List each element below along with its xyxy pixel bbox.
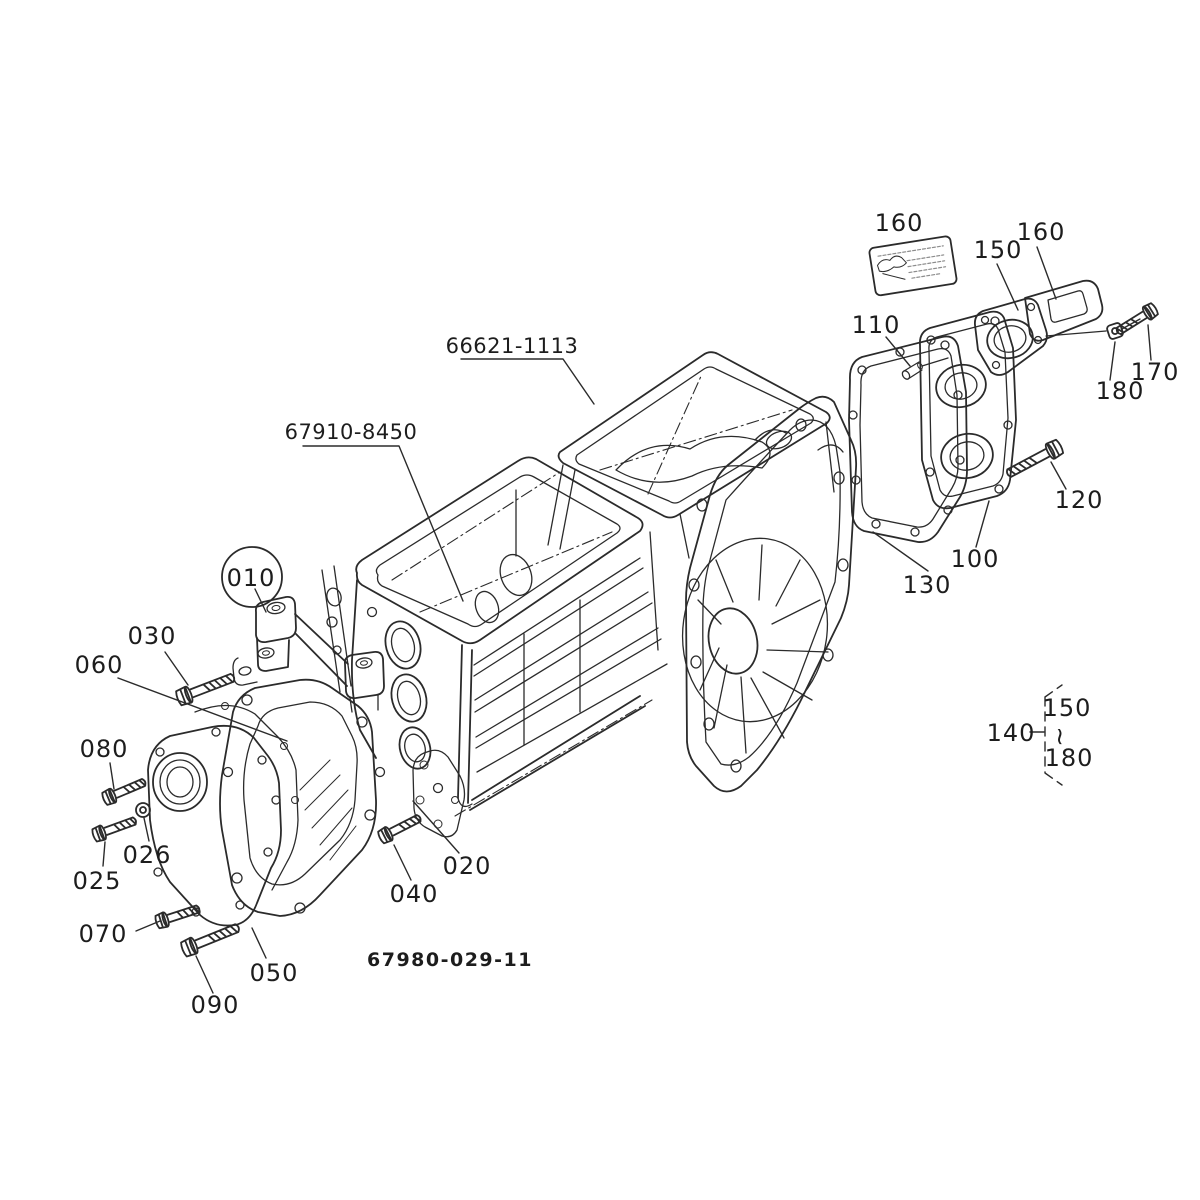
part-ref-front-case: 67910-8450 bbox=[285, 420, 418, 444]
leader-lines bbox=[102, 246, 1152, 994]
drawing-number: 67980-029-11 bbox=[367, 949, 533, 971]
gasket-130 bbox=[848, 335, 968, 543]
bolt-025 bbox=[89, 812, 140, 844]
clutch-housing bbox=[681, 395, 858, 793]
callout-140: 140 bbox=[987, 719, 1036, 747]
gasket-060 bbox=[194, 702, 299, 891]
rear-case-top-opening bbox=[547, 351, 835, 559]
retainer-plate-100 bbox=[919, 310, 1017, 510]
callout-080: 080 bbox=[80, 735, 129, 763]
range-from-150: 150 bbox=[1043, 694, 1092, 722]
side-cover-050 bbox=[147, 724, 282, 927]
bracket-010 bbox=[254, 595, 385, 713]
callout-100: 100 bbox=[951, 545, 1000, 573]
part-ref-top-case: 66621-1113 bbox=[446, 334, 579, 358]
callout-090: 090 bbox=[191, 991, 240, 1019]
callout-labels: 010 030 060 080 025 026 070 090 050 040 … bbox=[73, 209, 1180, 1019]
callout-160-decal: 160 bbox=[875, 209, 924, 237]
shift-cover-150-160 bbox=[974, 279, 1104, 376]
range-tilde: ~ bbox=[1046, 726, 1074, 747]
gasket-020 bbox=[412, 749, 466, 838]
callout-170: 170 bbox=[1131, 358, 1180, 386]
bolt-090 bbox=[178, 918, 243, 959]
callout-150: 150 bbox=[974, 236, 1023, 264]
callout-130: 130 bbox=[903, 571, 952, 599]
callout-160-cover: 160 bbox=[1017, 218, 1066, 246]
callout-110: 110 bbox=[852, 311, 901, 339]
callout-070: 070 bbox=[79, 920, 128, 948]
callout-026: 026 bbox=[123, 841, 172, 869]
callout-025: 025 bbox=[73, 867, 122, 895]
callout-060: 060 bbox=[75, 651, 124, 679]
bolt-170 bbox=[1112, 300, 1161, 340]
highlight-circle-010 bbox=[221, 546, 283, 608]
washer-026 bbox=[135, 802, 151, 818]
callout-120: 120 bbox=[1055, 486, 1104, 514]
callout-010: 010 bbox=[227, 564, 276, 592]
caution-decal-160 bbox=[868, 235, 958, 297]
range-to-180: 180 bbox=[1045, 744, 1094, 772]
callout-030: 030 bbox=[128, 622, 177, 650]
bolt-040 bbox=[375, 810, 425, 846]
callout-180: 180 bbox=[1096, 377, 1145, 405]
bolt-030 bbox=[173, 668, 238, 708]
callout-050: 050 bbox=[250, 959, 299, 987]
bolt-080 bbox=[99, 774, 149, 808]
callout-020: 020 bbox=[443, 852, 492, 880]
callout-040: 040 bbox=[390, 880, 439, 908]
